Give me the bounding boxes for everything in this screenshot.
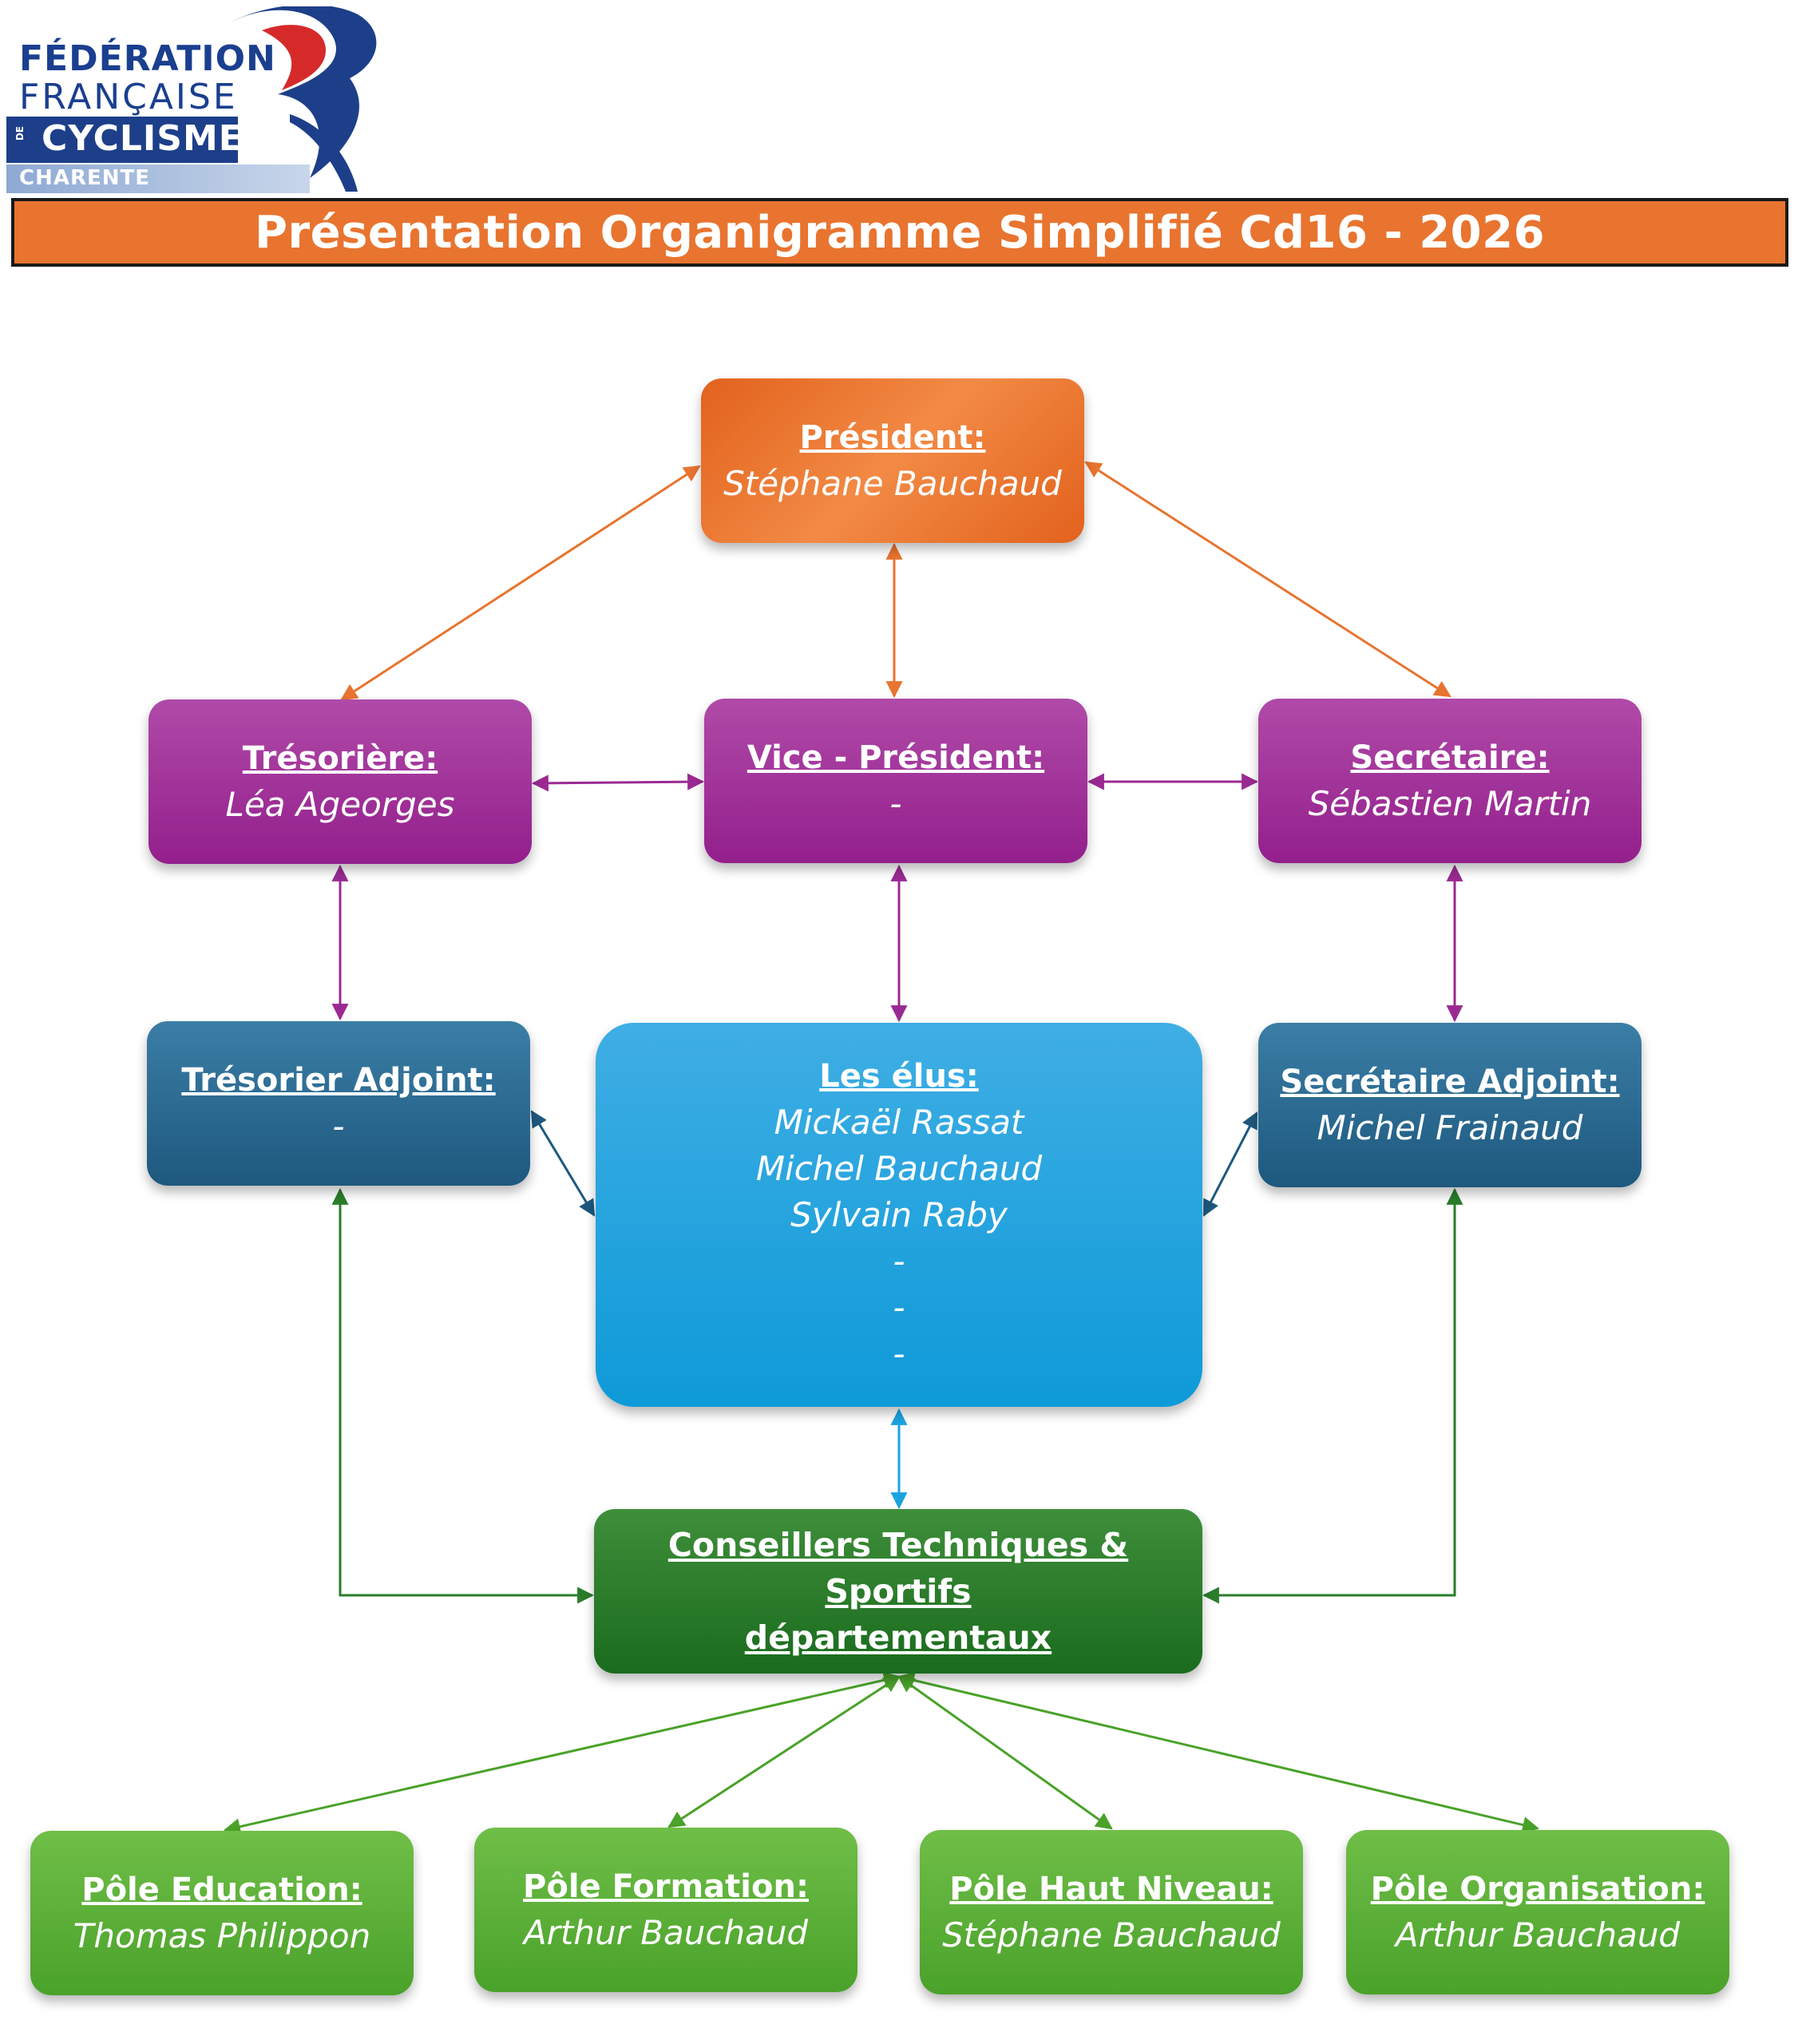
connector-tresorier-adjoint-elus	[530, 1110, 596, 1217]
connector-president-secretaire	[1084, 461, 1452, 698]
pole-organisation-title: Pôle Organisation:	[1370, 1871, 1705, 1907]
elus-member: -	[893, 1333, 905, 1373]
elus-box: Les élus: Mickaël Rassat Michel Bauchaud…	[596, 1023, 1202, 1407]
elus-member: Michel Bauchaud	[755, 1148, 1043, 1188]
connector-cts-pole-formation	[667, 1675, 901, 1828]
secretaire-name: Sébastien Martin	[1308, 784, 1592, 823]
vice-president-box: Vice - Président: -	[704, 699, 1087, 863]
tresorier-adjoint-box: Trésorier Adjoint: -	[147, 1021, 530, 1186]
cts-box: Conseillers Techniques & Sportifs départ…	[594, 1509, 1202, 1674]
secretaire-box: Secrétaire: Sébastien Martin	[1258, 699, 1642, 863]
logo-text-de: DE	[14, 126, 26, 141]
connector-cts-pole-haut-niveau	[897, 1675, 1113, 1830]
vice-president-name: -	[889, 784, 902, 823]
page-title: Présentation Organigramme Simplifié Cd16…	[254, 206, 1546, 259]
elus-member: -	[893, 1241, 905, 1281]
connector-secretaire-adjoint-elus	[1202, 1111, 1258, 1217]
cyclist-swoosh-icon	[230, 6, 377, 192]
logo-band: DE CYCLISME	[6, 117, 243, 168]
connector-president-tresoriere	[340, 465, 701, 701]
pole-education-name: Thomas Philippon	[73, 1916, 371, 1955]
secretaire-adjoint-box: Secrétaire Adjoint: Michel Frainaud	[1258, 1023, 1642, 1187]
cts-title-line2: départementaux	[744, 1618, 1052, 1657]
tresorier-adjoint-title: Trésorier Adjoint:	[181, 1062, 496, 1099]
pole-education-box: Pôle Education: Thomas Philippon	[30, 1831, 414, 1995]
elus-member: -	[893, 1287, 905, 1327]
secretaire-adjoint-name: Michel Frainaud	[1317, 1108, 1583, 1147]
pole-haut-niveau-name: Stéphane Bauchaud	[942, 1915, 1281, 1955]
connector-tresoriere-vice-president	[531, 773, 705, 792]
pole-haut-niveau-title: Pôle Haut Niveau:	[949, 1871, 1273, 1907]
logo-text-francaise: FRANÇAISE	[19, 77, 238, 117]
pole-haut-niveau-box: Pôle Haut Niveau: Stéphane Bauchaud	[920, 1830, 1303, 1994]
connector-tresorier-adjoint-cts	[331, 1187, 595, 1604]
logo-text-cyclisme: CYCLISME	[42, 118, 244, 159]
pole-formation-name: Arthur Bauchaud	[523, 1913, 809, 1952]
pole-formation-box: Pôle Formation: Arthur Bauchaud	[474, 1828, 857, 1992]
logo-text-federation: FÉDÉRATION	[19, 38, 276, 79]
pole-organisation-name: Arthur Bauchaud	[1395, 1915, 1681, 1955]
tresorier-adjoint-name: -	[332, 1107, 345, 1146]
pole-organisation-box: Pôle Organisation: Arthur Bauchaud	[1346, 1830, 1729, 1994]
cts-title-line1: Conseillers Techniques & Sportifs	[667, 1526, 1129, 1610]
elus-member: Mickaël Rassat	[774, 1102, 1024, 1142]
tresoriere-box: Trésorière: Léa Ageorges	[149, 699, 532, 864]
elus-member: Sylvain Raby	[790, 1194, 1008, 1234]
vice-president-title: Vice - Président:	[747, 739, 1045, 776]
ffc-charente-logo: FÉDÉRATION FRANÇAISE DE CYCLISME CHARENT…	[6, 6, 390, 194]
president-box: Président: Stéphane Bauchaud	[701, 378, 1084, 543]
secretaire-adjoint-title: Secrétaire Adjoint:	[1280, 1064, 1620, 1100]
tresoriere-title: Trésorière:	[242, 740, 438, 777]
president-title: Président:	[799, 419, 986, 456]
logo-text-charente: CHARENTE	[19, 166, 150, 190]
logo-bottom-band: CHARENTE	[6, 164, 310, 193]
connector-cts-pole-education	[223, 1671, 901, 1836]
title-banner: Présentation Organigramme Simplifié Cd16…	[11, 198, 1788, 267]
tresoriere-name: Léa Ageorges	[225, 785, 455, 824]
pole-formation-title: Pôle Formation:	[523, 1868, 809, 1905]
connector-secretaire-adjoint-cts	[1202, 1187, 1463, 1604]
secretaire-title: Secrétaire:	[1350, 739, 1550, 776]
president-name: Stéphane Bauchaud	[723, 464, 1062, 503]
pole-education-title: Pôle Education:	[81, 1872, 362, 1908]
connector-cts-pole-organisation	[897, 1672, 1540, 1833]
elus-title: Les élus:	[819, 1057, 979, 1095]
